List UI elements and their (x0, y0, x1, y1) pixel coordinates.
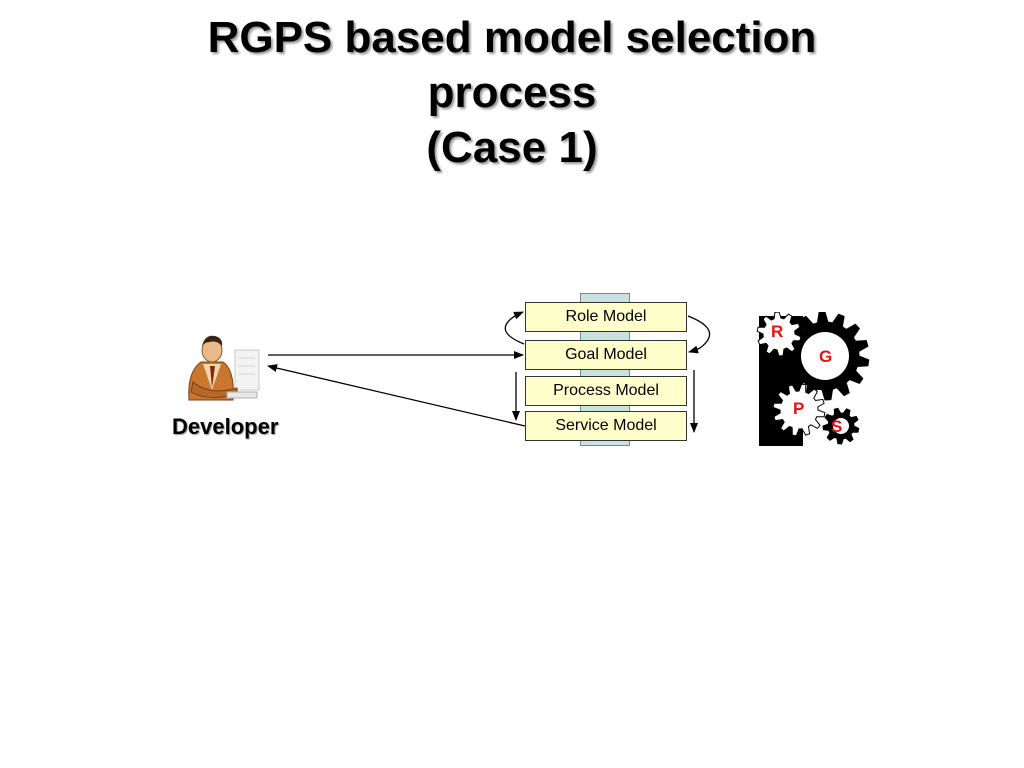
curve-left-goal-to-role (504, 311, 525, 345)
gear-p-label: P (793, 399, 805, 418)
gear-g-label: G (819, 347, 833, 366)
role-model-box: Role Model (525, 302, 687, 332)
service-model-box: Service Model (525, 411, 687, 441)
gear-r-label: R (771, 322, 784, 341)
slide-title: RGPS based model selection process (Case… (0, 10, 1024, 175)
developer-label: Developer (172, 414, 279, 439)
process-model-box: Process Model (525, 376, 687, 406)
gear-p-hub (787, 398, 811, 422)
rgps-gears-icon (756, 312, 870, 446)
gear-s-label: S (831, 417, 843, 436)
developer-icon (188, 335, 260, 401)
curve-right-role-to-goal (687, 315, 711, 354)
title-line-3: (Case 1) (426, 123, 598, 172)
arrow-service-to-developer (267, 364, 526, 427)
goal-model-box: Goal Model (525, 340, 687, 370)
title-line-1: RGPS based model selection (207, 13, 817, 62)
title-line-2: process (427, 68, 597, 117)
gear-r-hub (770, 325, 788, 343)
gear-s-hub (833, 418, 849, 434)
gear-g-hub (801, 332, 849, 380)
